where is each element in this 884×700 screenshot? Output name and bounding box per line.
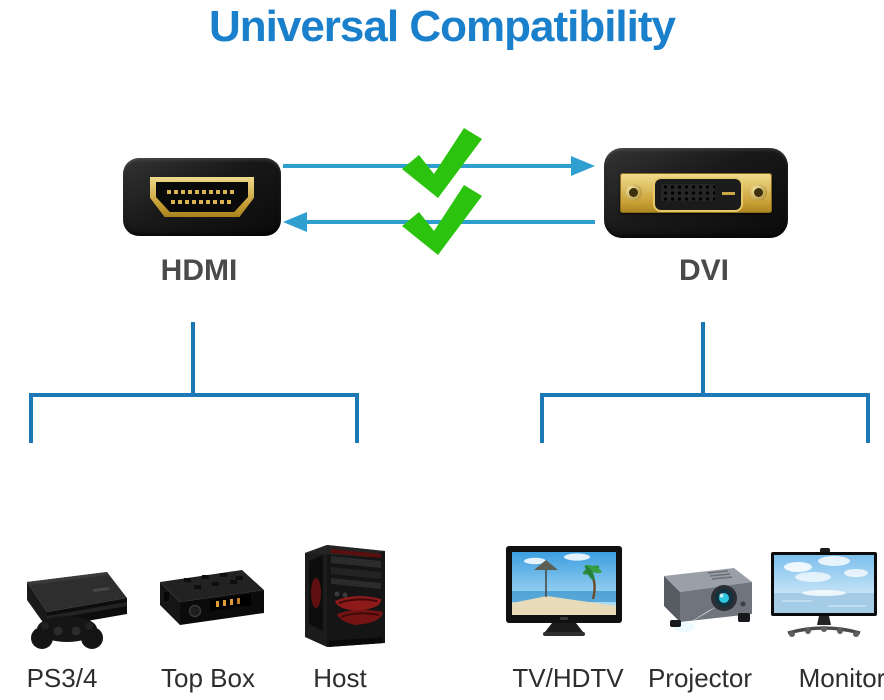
dvi-tree-drop-right <box>866 393 870 443</box>
dvi-faceplate <box>620 173 772 213</box>
device-label-projector: Projector <box>647 663 753 693</box>
dvi-connector-image <box>604 148 788 238</box>
checkmark-icon <box>402 128 482 198</box>
dvi-screw-hole <box>625 184 642 201</box>
pc-tower-image <box>305 545 385 647</box>
hdmi-port-inner <box>156 182 248 212</box>
dvi-pin-block <box>653 177 743 212</box>
hdmi-tree-drop-right <box>355 393 359 443</box>
hdmi-tree-stem <box>191 322 195 395</box>
device-label-monitor: Monitor <box>798 663 884 693</box>
dvi-screw-hole <box>750 184 767 201</box>
device-label-top-box: Top Box <box>161 663 255 693</box>
hdmi-pins-row <box>167 190 237 194</box>
hdmi-tree-bar <box>29 393 359 397</box>
device-label-ps34: PS3/4 <box>26 663 98 693</box>
set-top-box-image <box>160 570 264 625</box>
device-label-host: Host <box>313 663 367 693</box>
dvi-pin-grid <box>661 184 715 201</box>
page-title: Universal Compatibility <box>208 2 676 51</box>
hdmi-tree-drop-left <box>29 393 33 443</box>
hdmi-port-shape <box>150 177 254 217</box>
projector-image <box>664 568 752 632</box>
dvi-blade-slot <box>722 192 735 195</box>
dvi-tree-drop-left <box>540 393 544 443</box>
dvi-tree-stem <box>701 322 705 393</box>
hdmi-connector-image <box>123 158 281 236</box>
hdmi-pins-row <box>171 200 233 204</box>
game-console-image <box>27 572 127 649</box>
monitor-image <box>771 548 877 637</box>
dvi-tree-bar <box>540 393 870 397</box>
checkmark-icon <box>402 185 482 255</box>
hdmi-label: HDMI <box>160 254 238 287</box>
tv-image <box>506 546 622 636</box>
dvi-label: DVI <box>678 254 729 287</box>
device-label-tv-hdtv: TV/HDTV <box>512 663 624 693</box>
